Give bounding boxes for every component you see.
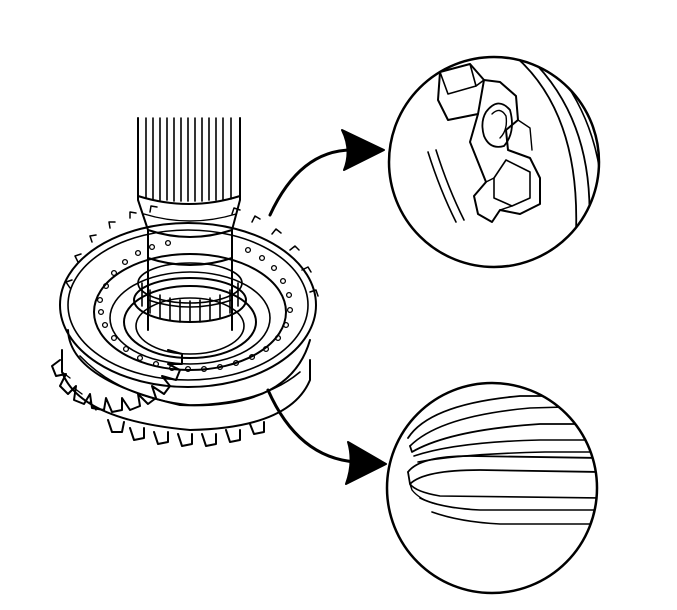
synchronizer-ring-outer xyxy=(59,222,317,388)
synchronizer-teeth xyxy=(65,205,319,297)
ring-dots xyxy=(96,239,294,373)
callout-arrow-upper xyxy=(268,129,385,217)
shaft-splines xyxy=(145,117,232,202)
callout-arrow-lower xyxy=(266,388,387,485)
detail-lower xyxy=(385,381,599,595)
output-shaft xyxy=(137,117,241,331)
gear-teeth xyxy=(51,349,265,447)
detail-upper xyxy=(387,55,601,269)
gear-body xyxy=(61,329,311,431)
